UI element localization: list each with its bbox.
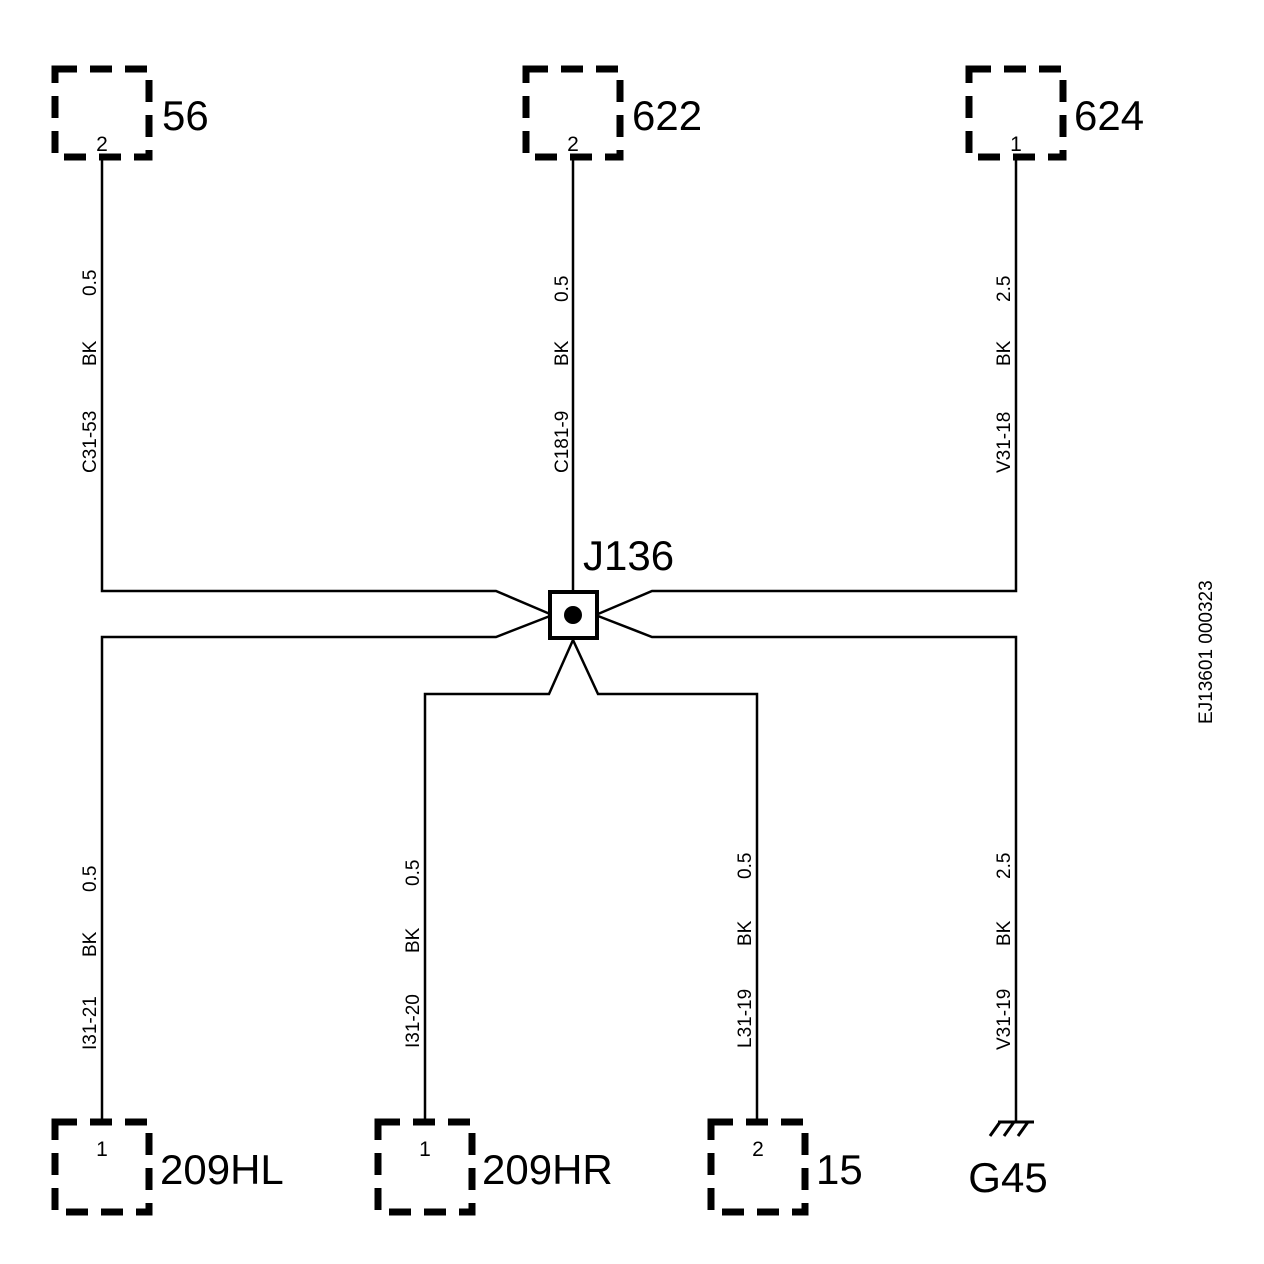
splice-label: J136 — [583, 532, 674, 579]
splice-dot — [564, 606, 582, 624]
wire-size-label: 0.5 — [552, 276, 573, 302]
wire-circuit-label: I31-20 — [403, 994, 424, 1048]
connector-label: 15 — [816, 1146, 863, 1193]
connector-15[interactable]: 2 15 — [707, 1118, 863, 1216]
ground-g45[interactable]: G45 — [968, 1120, 1048, 1201]
pin-number: 2 — [96, 133, 108, 156]
pin-number: 1 — [1010, 133, 1022, 156]
wire-209hl[interactable] — [100, 614, 551, 1122]
pin-number: 2 — [567, 133, 579, 156]
wire-size-label: 2.5 — [994, 853, 1015, 879]
pin-number: 1 — [419, 1138, 431, 1161]
wire-circuit-label: V31-18 — [994, 412, 1015, 473]
connector-624[interactable]: 1 624 — [965, 65, 1144, 161]
wire-circuit-label: C181-9 — [552, 411, 573, 473]
connector-209hr[interactable]: 1 209HR — [374, 1118, 613, 1216]
wire-circuit-label: C31-53 — [80, 411, 101, 473]
wire-color-label: BK — [403, 927, 424, 953]
wire-circuit-label: I31-21 — [80, 996, 101, 1050]
wire-624[interactable] — [597, 156, 1018, 616]
connector-label: 56 — [162, 92, 209, 139]
ground-hatch — [1016, 1121, 1030, 1137]
wires — [100, 156, 1018, 1122]
connector-209hl[interactable]: 1 209HL — [51, 1118, 284, 1216]
connector-label: 622 — [632, 92, 702, 139]
wire-circuit-label: L31-19 — [735, 989, 756, 1048]
wire-size-label: 0.5 — [735, 853, 756, 879]
wire-size-label: 0.5 — [80, 270, 101, 296]
wire-209hr[interactable] — [423, 639, 575, 1122]
pin-number: 1 — [96, 1138, 108, 1161]
ground-hatch — [988, 1121, 1002, 1137]
wire-color-label: BK — [552, 340, 573, 366]
splice-box — [548, 590, 599, 640]
wire-size-label: 2.5 — [994, 276, 1015, 302]
connector-label: 624 — [1074, 92, 1144, 139]
connector-622[interactable]: 2 622 — [522, 65, 702, 161]
connector-56[interactable]: 2 56 — [51, 65, 209, 161]
wire-color-label: BK — [735, 920, 756, 946]
splice-j136[interactable]: J136 — [548, 532, 674, 640]
wire-color-label: BK — [80, 931, 101, 957]
wire-size-label: 0.5 — [403, 860, 424, 886]
pin-number: 2 — [752, 1138, 764, 1161]
connector-label: 209HR — [482, 1146, 613, 1193]
document-id: EJ13601 000323 — [1196, 580, 1217, 724]
wire-color-label: BK — [994, 340, 1015, 366]
wire-color-label: BK — [994, 920, 1015, 946]
ground-label: G45 — [968, 1154, 1047, 1201]
connector-label: 209HL — [160, 1146, 284, 1193]
wire-15[interactable] — [571, 639, 759, 1122]
wire-circuit-label: V31-19 — [994, 989, 1015, 1050]
wire-56[interactable] — [100, 156, 551, 616]
wire-g45[interactable] — [597, 614, 1018, 1122]
wire-size-label: 0.5 — [80, 866, 101, 892]
wire-color-label: BK — [80, 340, 101, 366]
ground-hatch — [1002, 1121, 1016, 1137]
